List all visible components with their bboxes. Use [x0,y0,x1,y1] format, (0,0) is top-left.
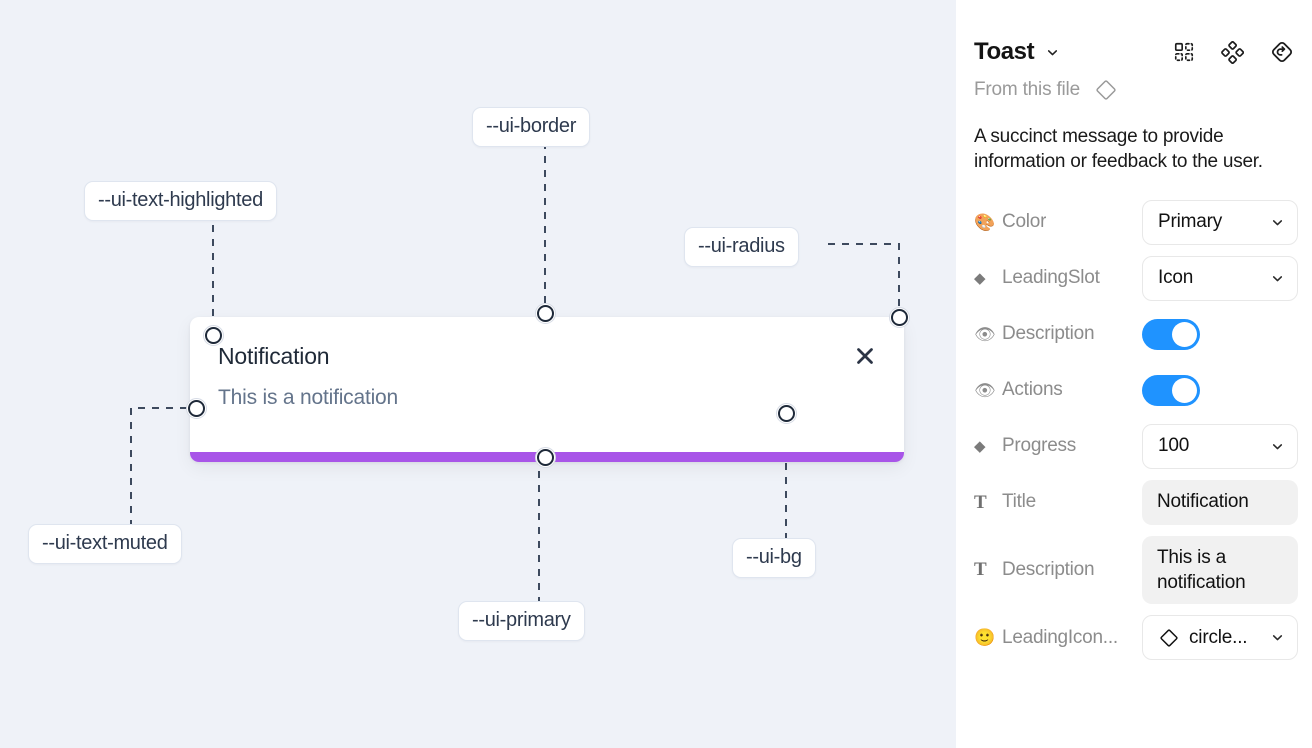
property-label-text: Description [1002,558,1095,580]
toggle-knob [1172,377,1197,403]
property-row-progress: ◆ Progress 100 [974,423,1298,469]
property-label-text: Description [1002,323,1095,345]
text-glyph-icon: T [974,559,987,581]
property-label-text: Color [1002,211,1047,233]
property-label-text: LeadingIcon... [1002,626,1118,648]
property-row-leading-slot: ◆ LeadingSlot Icon [974,255,1298,301]
title-input[interactable]: Notification [1142,479,1298,525]
property-label-text: LeadingSlot [1002,267,1100,289]
description-input[interactable]: This is a notification [1142,535,1298,605]
handle-primary[interactable] [535,447,556,468]
color-select-value: Primary [1158,211,1223,233]
actions-toggle[interactable] [1142,374,1200,406]
property-label-text: Title [1002,491,1036,513]
property-label-color: 🎨 Color [974,211,1142,233]
leading-slot-select[interactable]: Icon [1142,255,1298,301]
design-canvas[interactable]: Notification This is a notification --ui… [0,0,956,748]
handle-border[interactable] [535,303,556,324]
chevron-down-icon [1270,630,1285,645]
toast-preview-card[interactable]: Notification This is a notification [190,317,904,462]
annotation-pill-bg[interactable]: --ui-bg [732,538,816,578]
property-label-title: T Title [974,491,1142,513]
eye-emoji-icon: 👁 [974,380,996,400]
progress-select-value: 100 [1158,435,1190,457]
leading-icon-select[interactable]: circle... [1142,615,1298,661]
reset-diamond-icon[interactable] [1270,40,1294,64]
property-row-description-toggle: 👁 Description [974,312,1294,357]
from-this-file-label: From this file [974,79,1080,100]
diamond-outline-icon [1094,78,1118,102]
toast-title: Notification [218,343,330,369]
annotation-pill-text-muted[interactable]: --ui-text-muted [28,524,182,564]
property-label-progress: ◆ Progress [974,435,1142,457]
chevron-down-icon[interactable] [1045,45,1060,60]
progress-select[interactable]: 100 [1142,423,1298,469]
panel-title: Toast [974,38,1035,65]
palette-emoji-icon: 🎨 [974,212,995,232]
property-label-description: 👁 Description [974,323,1142,345]
handle-radius[interactable] [889,307,910,328]
diamond-glyph-icon: ◆ [974,269,986,287]
toast-body: Notification This is a notification [190,317,904,462]
chevron-down-icon [1270,215,1285,230]
leading-icon-select-value: circle... [1189,626,1248,648]
four-diamond-cluster-icon[interactable] [1221,40,1244,64]
diamond-glyph-icon: ◆ [974,437,986,455]
property-row-description-text: T Description This is a notification [974,535,1298,605]
property-label-text: Progress [1002,435,1077,457]
text-glyph-icon: T [974,491,987,513]
property-label-text: Actions [1002,379,1063,401]
panel-header: Toast [974,0,1294,65]
handle-text-highlighted[interactable] [203,325,224,346]
from-this-file-row[interactable]: From this file [974,78,1294,102]
property-row-title: T Title Notification [974,479,1298,525]
leading-slot-select-value: Icon [1158,267,1194,289]
smiley-emoji-icon: 🙂 [974,628,995,648]
property-row-color: 🎨 Color Primary [974,199,1298,245]
annotation-pill-border[interactable]: --ui-border [472,107,591,147]
color-select[interactable]: Primary [1142,199,1298,245]
property-label-leading-slot: ◆ LeadingSlot [974,267,1142,289]
handle-text-muted[interactable] [186,398,207,419]
toggle-knob [1172,321,1197,347]
component-grid-icon[interactable] [1173,41,1195,63]
panel-header-icons [1173,40,1294,64]
close-x-icon[interactable] [852,343,878,369]
diamond-outline-icon [1158,627,1180,649]
property-row-leading-icon: 🙂 LeadingIcon... circle... [974,615,1298,661]
property-label-description-text: T Description [974,559,1142,581]
property-list: 🎨 Color Primary [974,199,1298,661]
chevron-down-icon [1270,271,1285,286]
component-description: A succinct message to provide informatio… [974,126,1263,173]
toast-description: This is a notification [218,386,399,410]
annotation-pill-text-highlighted[interactable]: --ui-text-highlighted [84,181,277,221]
annotation-pill-radius[interactable]: --ui-radius [684,227,799,267]
properties-panel: Toast [956,0,1312,748]
property-label-leading-icon: 🙂 LeadingIcon... [974,627,1142,649]
description-toggle[interactable] [1142,318,1200,350]
handle-bg[interactable] [776,403,797,424]
eye-emoji-icon: 👁 [974,324,996,344]
property-row-actions-toggle: 👁 Actions [974,368,1294,413]
property-label-actions: 👁 Actions [974,379,1142,401]
chevron-down-icon [1270,439,1285,454]
annotation-pill-primary[interactable]: --ui-primary [458,601,585,641]
